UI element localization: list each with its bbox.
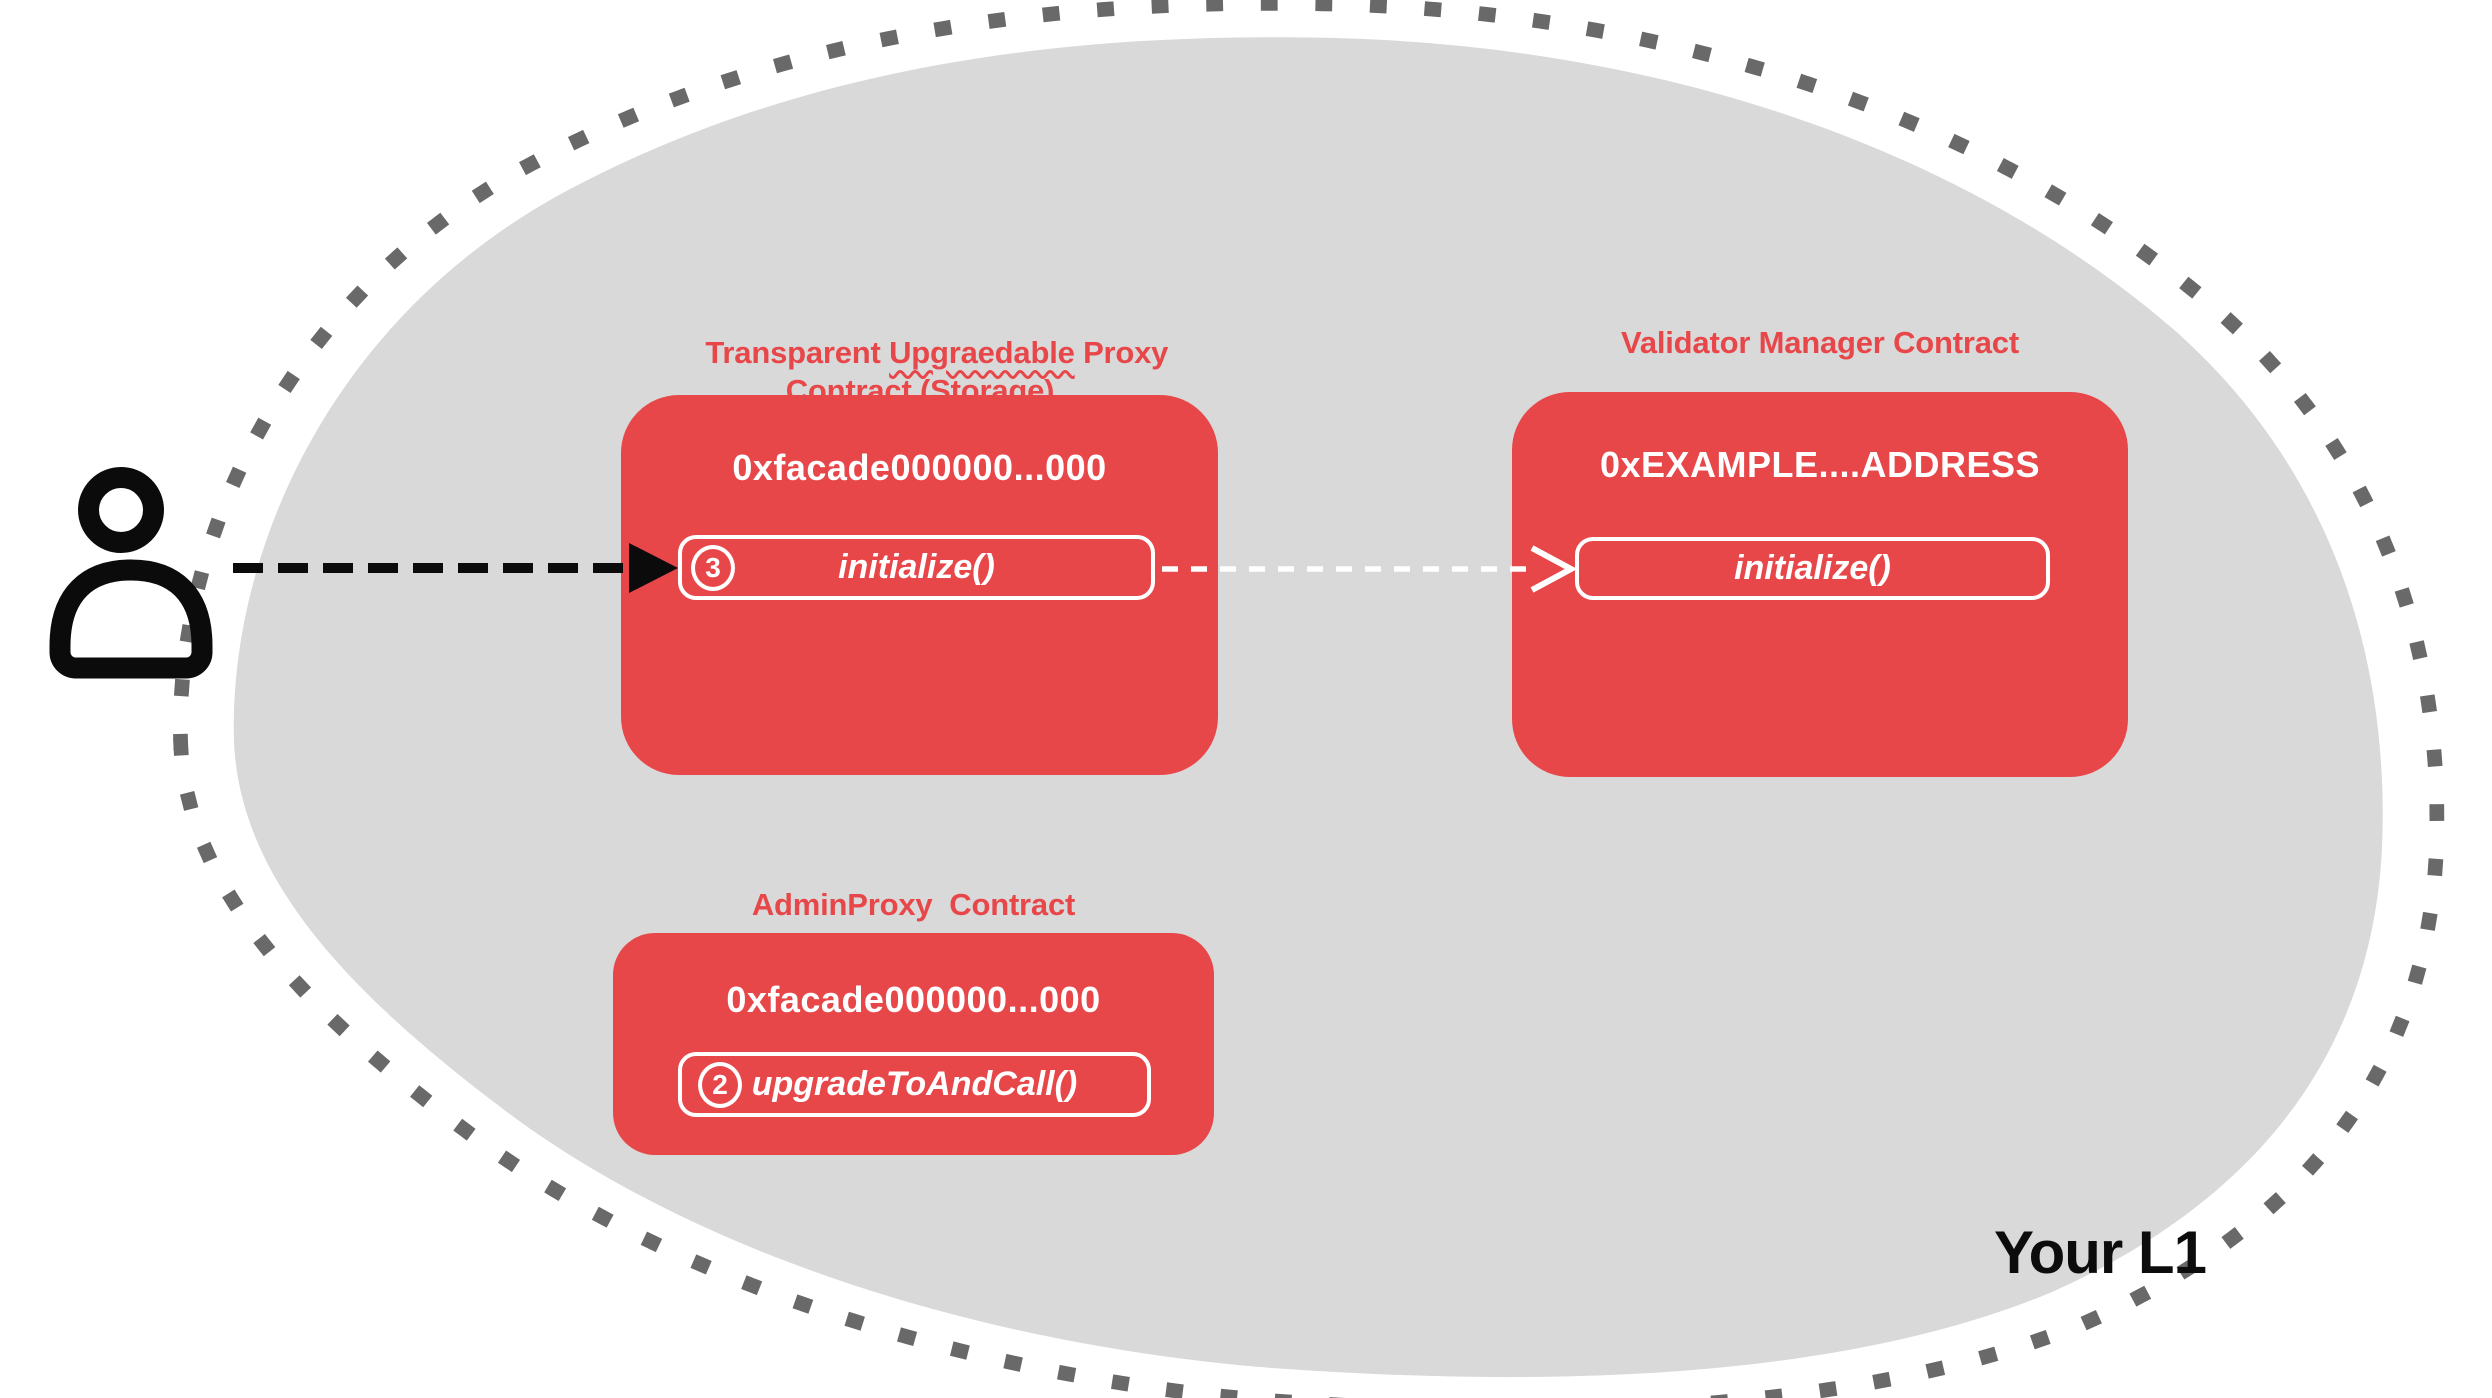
admin-proxy-card: 0xfacade000000...000 2 upgradeToAndCall(… (613, 933, 1214, 1155)
proxy-contract-title: Transparent Upgraedable Proxy Contract (… (620, 296, 1220, 448)
validator-manager-address: 0xEXAMPLE....ADDRESS (1599, 444, 2041, 485)
initialize-method-label-proxy: initialize() (838, 548, 995, 586)
step-badge-2: 2 (698, 1061, 742, 1108)
admin-proxy-address: 0xfacade000000...000 (726, 979, 1101, 1020)
upgrade-method-label: upgradeToAndCall() (751, 1065, 1078, 1103)
step-badge-3: 3 (691, 544, 735, 591)
upgrade-method-pill: 2 upgradeToAndCall() (678, 1052, 1151, 1117)
admin-proxy-title: AdminProxy Contract (751, 887, 1076, 922)
initialize-method-label-validator: initialize() (1734, 549, 1891, 587)
l1-blob-dotted-border (173, 0, 2445, 1398)
validator-manager-card: 0xEXAMPLE....ADDRESS initialize() (1512, 392, 2128, 777)
proxy-contract-title-part1: Transparent (705, 335, 890, 370)
region-label-your-l1: Your L1 (1994, 1219, 2207, 1286)
proxy-contract-title-misspelled-word: Upgraedable (889, 335, 1075, 370)
validator-manager-title: Validator Manager Contract (1621, 325, 2019, 360)
initialize-method-pill-proxy: 3 initialize() (678, 535, 1155, 600)
initialize-method-pill-validator: initialize() (1575, 537, 2050, 600)
proxy-contract-address: 0xfacade000000...000 (732, 447, 1107, 488)
proxy-contract-card: 0xfacade000000...000 3 initialize() (621, 395, 1218, 775)
